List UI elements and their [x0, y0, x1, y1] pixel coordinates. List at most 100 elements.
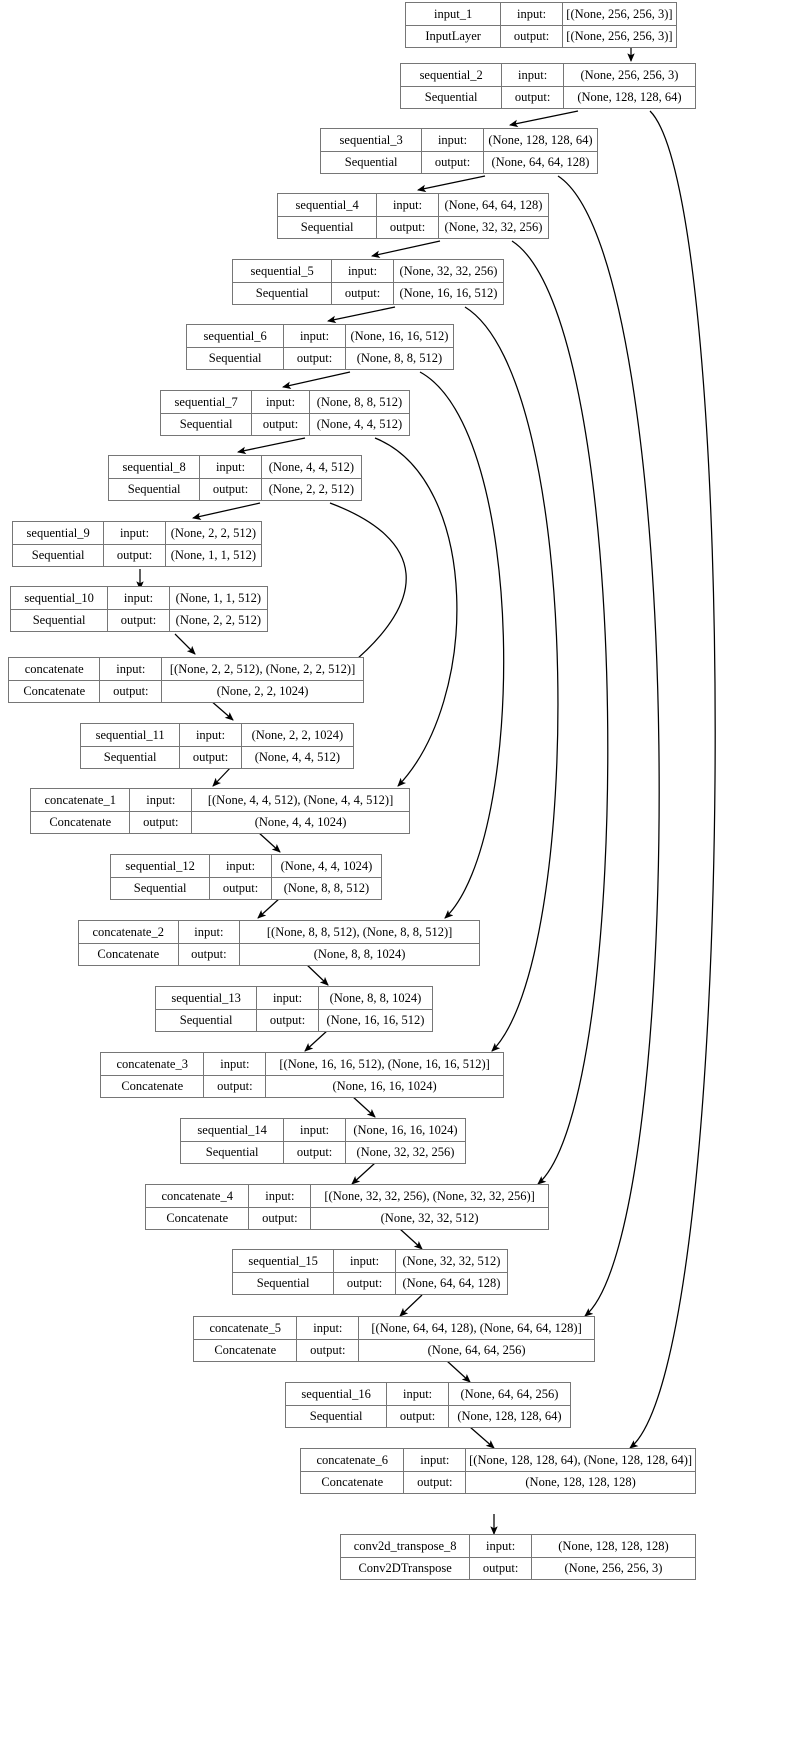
output-label: output:: [470, 1557, 532, 1579]
output-shape: (None, 8, 8, 512): [283, 881, 370, 895]
input-shape: (None, 8, 8, 512): [316, 394, 403, 409]
input-shape: (None, 128, 128, 128): [558, 1538, 669, 1553]
layer-class: Sequential: [111, 877, 211, 899]
output-shape: (None, 32, 32, 256): [356, 1145, 455, 1159]
output-shape: (None, 1, 1, 512): [170, 548, 257, 562]
input-label: input:: [470, 1535, 532, 1557]
output-shape: (None, 16, 16, 512): [399, 286, 498, 300]
input-shape: [(None, 32, 32, 256), (None, 32, 32, 256…: [324, 1188, 535, 1203]
layer-class: Sequential: [81, 746, 181, 768]
output-shape: (None, 4, 4, 512): [254, 750, 341, 764]
layer-name: sequential_15: [233, 1250, 335, 1272]
input-label: input:: [257, 987, 319, 1009]
edge-concatenate_4-sequential_15: [399, 1228, 423, 1250]
input-shape: (None, 256, 256, 3): [580, 67, 679, 82]
edge-skip-sequential_3-concatenate_5: [557, 175, 660, 1317]
layer-name: concatenate_2: [79, 921, 179, 943]
edge-sequential_16-concatenate_6: [469, 1426, 495, 1449]
input-label: input:: [204, 1053, 267, 1075]
output-label: output:: [204, 1075, 267, 1097]
input-label: input:: [502, 64, 564, 86]
output-shape: (None, 16, 16, 512): [326, 1013, 425, 1027]
layer-name: sequential_9: [13, 522, 105, 544]
input-label: input:: [130, 789, 193, 811]
layer-class: Concatenate: [194, 1339, 298, 1361]
output-label: output:: [387, 1405, 449, 1427]
layer-name: concatenate: [9, 658, 101, 680]
output-shape: (None, 64, 64, 128): [491, 155, 590, 169]
layer-name: sequential_14: [181, 1119, 285, 1141]
layer-class: Concatenate: [301, 1471, 405, 1493]
output-shape: (None, 32, 32, 512): [380, 1211, 479, 1225]
output-label: output:: [422, 151, 484, 173]
input-label: input:: [332, 260, 394, 282]
input-label: input:: [108, 587, 170, 609]
output-shape: (None, 2, 2, 1024): [216, 684, 309, 698]
edge-concatenate_5-sequential_16: [446, 1360, 471, 1383]
output-label: output:: [249, 1207, 312, 1229]
output-shape: (None, 64, 64, 256): [427, 1343, 526, 1357]
edge-sequential_12-concatenate_2: [257, 897, 281, 919]
layer-name: concatenate_3: [101, 1053, 205, 1075]
output-shape: (None, 64, 64, 128): [402, 1276, 501, 1290]
edge-sequential_10-concatenate: [174, 633, 196, 655]
edge-sequential_7-sequential_8: [237, 437, 306, 455]
layer-class: Sequential: [286, 1405, 388, 1427]
input-shape: (None, 1, 1, 512): [175, 590, 262, 605]
edge-concatenate_2-sequential_13: [304, 962, 329, 986]
output-label: output:: [502, 86, 564, 108]
input-label: input:: [252, 391, 310, 413]
layer-class: InputLayer: [406, 25, 502, 47]
input-label: input:: [104, 522, 166, 544]
layer-name: concatenate_5: [194, 1317, 298, 1339]
output-shape: (None, 256, 256, 3): [564, 1561, 663, 1575]
input-label: input:: [200, 456, 262, 478]
layer-class: Sequential: [233, 1272, 335, 1294]
layer-name: sequential_7: [161, 391, 253, 413]
layer-name: concatenate_1: [31, 789, 131, 811]
input-shape: (None, 4, 4, 1024): [280, 858, 373, 873]
input-shape: (None, 128, 128, 64): [488, 132, 593, 147]
output-shape: (None, 8, 8, 1024): [313, 947, 406, 961]
layer-name: sequential_10: [11, 587, 109, 609]
layer-class: Sequential: [401, 86, 503, 108]
layer-class: Sequential: [161, 413, 253, 435]
edge-concatenate_1-sequential_12: [257, 831, 281, 853]
output-label: output:: [104, 544, 166, 566]
output-shape: (None, 4, 4, 512): [316, 417, 403, 431]
edge-sequential_3-sequential_4: [417, 175, 486, 193]
output-shape: [(None, 256, 256, 3)]: [566, 29, 673, 43]
layer-class: Sequential: [11, 609, 109, 631]
output-label: output:: [297, 1339, 360, 1361]
output-label: output:: [179, 943, 241, 965]
layer-class: Sequential: [156, 1009, 258, 1031]
input-label: input:: [501, 3, 563, 25]
layer-name: sequential_2: [401, 64, 503, 86]
layer-name: sequential_11: [81, 724, 181, 746]
input-label: input:: [404, 1449, 467, 1471]
